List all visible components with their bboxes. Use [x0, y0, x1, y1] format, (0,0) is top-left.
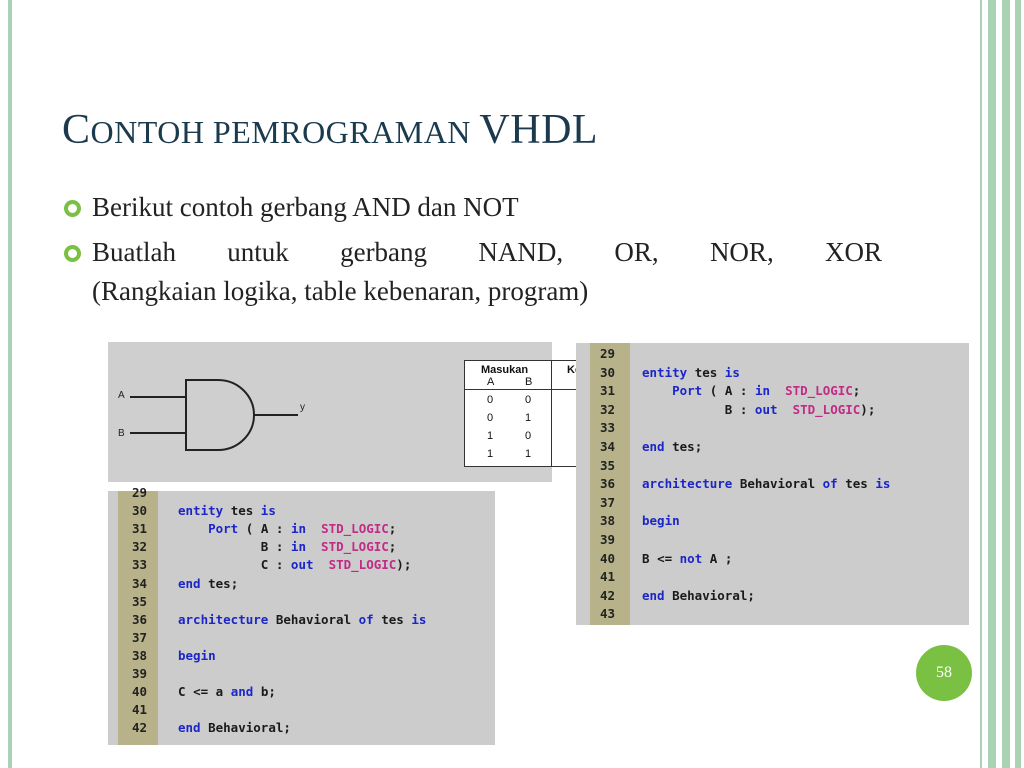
line-number: 35 — [132, 593, 148, 609]
line-number: 29 — [132, 485, 148, 500]
frame-right-stripe — [1002, 0, 1010, 768]
title-part: PEMROGRAMAN — [212, 114, 480, 150]
code-line: C : out STD_LOGIC); — [260, 557, 412, 573]
truth-cell: 0 — [525, 430, 532, 442]
truth-cell: 1 — [487, 430, 494, 442]
line-number: 36 — [600, 476, 616, 492]
truth-cell: 1 — [525, 412, 532, 424]
line-number: 35 — [600, 457, 616, 473]
input-a-label: A — [118, 390, 125, 401]
frame-right-stripe — [988, 0, 996, 768]
line-number-gutter — [590, 343, 630, 625]
code-line: B : in STD_LOGIC; — [260, 539, 397, 555]
title-part: C — [62, 107, 91, 153]
line-number: 30 — [600, 364, 616, 380]
line-number: 40 — [132, 684, 148, 700]
and-gate-symbol: A B y — [118, 379, 305, 451]
code-line: B <= not A ; — [642, 550, 733, 566]
code-line: architecture Behavioral of tes is — [642, 476, 891, 492]
code-line: entity tes is — [642, 364, 740, 380]
code-line: end Behavioral; — [642, 587, 755, 603]
line-number-gutter — [118, 491, 158, 745]
code-line: begin — [178, 647, 216, 663]
bullet-text: Berikut contoh gerbang AND dan NOT — [92, 192, 519, 222]
line-number: 31 — [132, 521, 148, 537]
line-number: 32 — [132, 539, 148, 555]
bullet-list: Berikut contoh gerbang AND dan NOT Buatl… — [62, 188, 882, 317]
title-part: ONTOH — [90, 114, 213, 150]
code-line: entity tes is — [178, 503, 276, 519]
line-number: 32 — [600, 401, 616, 417]
line-number: 31 — [600, 383, 616, 399]
bullet-text: Buatlah untuk gerbang NAND, OR, NOR, XOR — [92, 237, 882, 267]
line-number: 37 — [132, 629, 148, 645]
line-number: 29 — [600, 346, 616, 361]
truth-cell: 0 — [525, 394, 532, 406]
vhdl-not-code-image: 29 30 entity tes is 31 Port ( A : in STD_LO… — [576, 343, 969, 625]
bullet-item: Berikut contoh gerbang AND dan NOT — [62, 188, 882, 227]
line-number: 34 — [600, 439, 616, 454]
page-number-badge: 58 — [916, 645, 972, 701]
code-line: begin — [642, 513, 680, 529]
line-number: 33 — [600, 420, 616, 436]
bullet-text-continued: (Rangkaian logika, table kebenaran, prog… — [92, 276, 589, 306]
truth-cell: 0 — [487, 394, 494, 406]
truth-cell: 0 — [487, 412, 494, 424]
frame-right-stripe — [1015, 0, 1021, 768]
code-line: Port ( A : in STD_LOGIC; — [672, 383, 861, 399]
line-number: 43 — [600, 606, 616, 622]
line-number: 39 — [600, 532, 616, 547]
truth-cell: 1 — [487, 448, 494, 460]
code-line: end Behavioral; — [178, 720, 291, 736]
truth-cell: 1 — [525, 448, 532, 460]
line-number: 41 — [600, 569, 616, 585]
line-number: 33 — [132, 557, 148, 573]
line-number: 37 — [600, 494, 616, 510]
truth-table-col-b: B — [525, 376, 533, 388]
line-number: 39 — [132, 666, 148, 681]
line-number: 38 — [132, 647, 148, 663]
code-line: B : out STD_LOGIC); — [724, 401, 876, 417]
line-number: 42 — [132, 720, 148, 736]
truth-table-col-a: A — [487, 376, 495, 388]
input-b-label: B — [118, 428, 125, 439]
code-line: Port ( A : in STD_LOGIC; — [208, 521, 397, 537]
title-part: VHDL — [479, 107, 599, 153]
code-line: end tes; — [642, 439, 703, 454]
line-number: 40 — [600, 550, 616, 566]
code-line: C <= a and b; — [178, 684, 276, 700]
line-number: 34 — [132, 575, 148, 591]
line-number: 30 — [132, 503, 148, 519]
vhdl-and-code-image: 29 30 entity tes is 31 Port ( A : in STD_LO… — [108, 485, 495, 745]
line-number: 38 — [600, 513, 616, 529]
truth-table-header-input: Masukan — [481, 364, 529, 376]
frame-left-stripe — [8, 0, 12, 768]
line-number: 41 — [132, 702, 148, 718]
bullet-icon — [64, 245, 81, 262]
line-number: 36 — [132, 611, 148, 627]
line-number: 42 — [600, 587, 616, 603]
bullet-item: Buatlah untuk gerbang NAND, OR, NOR, XOR… — [62, 233, 882, 311]
bullet-icon — [64, 200, 81, 217]
output-label: y — [300, 402, 305, 413]
code-line: architecture Behavioral of tes is — [178, 611, 427, 627]
and-gate-figure: A B y Masukan Keluaran A B Y 0 0 0 0 1 0… — [108, 342, 642, 482]
code-line: end tes; — [178, 575, 239, 591]
slide-title: CONTOH PEMROGRAMAN VHDL — [62, 106, 598, 154]
frame-right-stripe — [980, 0, 982, 768]
